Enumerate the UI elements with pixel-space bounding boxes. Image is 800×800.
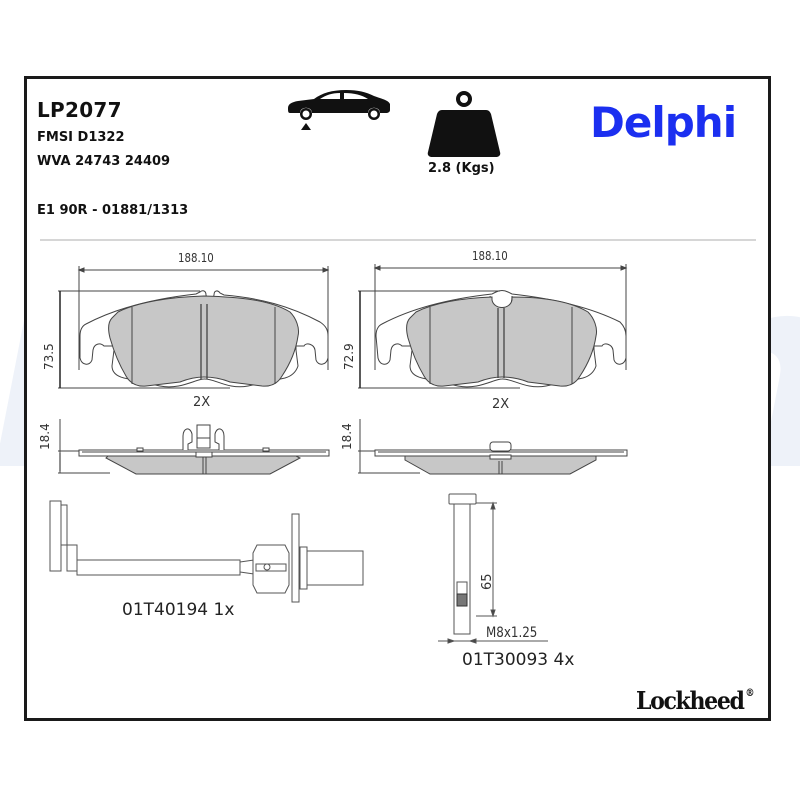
pad1-width-label: 188.10 (178, 251, 214, 265)
pad2-height-label: 72.9 (342, 343, 356, 370)
delphi-logo: Delphi (590, 98, 737, 147)
lockheed-logo: Lockheed® (636, 686, 755, 715)
datasheet-frame (24, 76, 771, 721)
car-front-axle-icon (288, 90, 390, 130)
pad1-height-label: 73.5 (42, 343, 56, 370)
pad2-thickness-label: 18.4 (340, 423, 354, 450)
weight-label: 2.8 (Kgs) (428, 161, 495, 176)
pad2-quantity: 2X (492, 397, 510, 412)
approval-number: E1 90R - 01881/1313 (37, 203, 189, 218)
wva-codes: WVA 24743 24409 (37, 154, 171, 169)
bolt-length-label: 65 (480, 573, 495, 590)
registered-mark: ® (745, 688, 755, 699)
bolt-part-label: 01T30093 4x (462, 650, 575, 670)
pad2-width-label: 188.10 (472, 249, 508, 263)
weight-icon (427, 91, 501, 157)
header-separator (40, 239, 756, 241)
part-code: LP2077 (37, 98, 122, 122)
lockheed-logo-text: Lockheed (636, 686, 745, 715)
sensor-part-label: 01T40194 1x (122, 600, 235, 620)
pad1-quantity: 2X (193, 395, 211, 410)
bolt-thread-label: M8x1.25 (486, 625, 538, 641)
fmsi-code: FMSI D1322 (37, 130, 125, 145)
pad1-thickness-label: 18.4 (38, 423, 52, 450)
